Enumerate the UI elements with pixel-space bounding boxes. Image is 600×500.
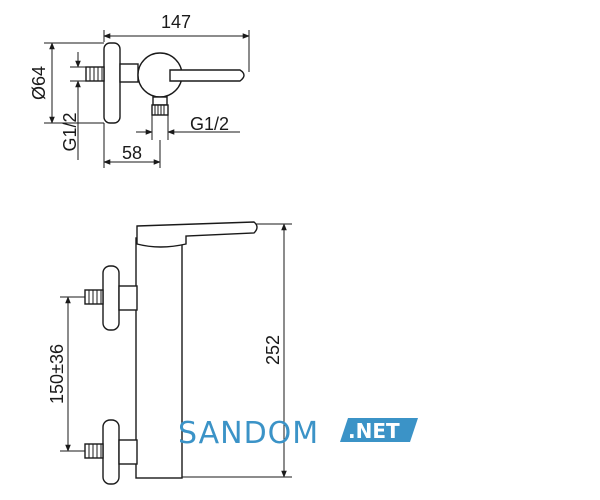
dim-outlet-thread: G1/2 [136, 114, 240, 140]
top-outlet [151, 96, 169, 116]
watermark-name: SANDOM [178, 416, 319, 451]
dim-inlet-thread: G1/2 [60, 52, 86, 160]
offset-label: 58 [122, 143, 142, 163]
top-wall-flange [103, 42, 121, 124]
spacing-label: 150±36 [47, 344, 67, 404]
height-label: 252 [263, 335, 283, 365]
width-label: 147 [161, 12, 191, 32]
dim-width: 147 [103, 12, 250, 72]
front-upper-connection [84, 265, 138, 331]
watermark-badge [340, 418, 418, 442]
top-inlet-thread [85, 66, 105, 82]
watermark-suffix: .NET [348, 419, 400, 443]
diameter-label: Ø64 [29, 66, 49, 100]
top-lever-handle [169, 69, 245, 82]
front-view: 150±36 252 [47, 221, 292, 485]
front-lower-connection [84, 419, 138, 485]
dim-offset: 58 [103, 123, 161, 168]
top-view: 147 Ø64 G1/2 G1/2 [29, 12, 250, 168]
watermark-logo: SANDOM .NET [178, 416, 418, 451]
front-lever-handle [136, 221, 258, 248]
dim-spacing: 150±36 [47, 296, 85, 452]
inlet-thread-label: G1/2 [60, 112, 80, 151]
dim-diameter: Ø64 [29, 42, 104, 124]
dim-height: 252 [182, 223, 292, 478]
front-valve-body [135, 237, 183, 479]
top-connector [119, 63, 139, 83]
outlet-thread-label: G1/2 [190, 114, 229, 134]
